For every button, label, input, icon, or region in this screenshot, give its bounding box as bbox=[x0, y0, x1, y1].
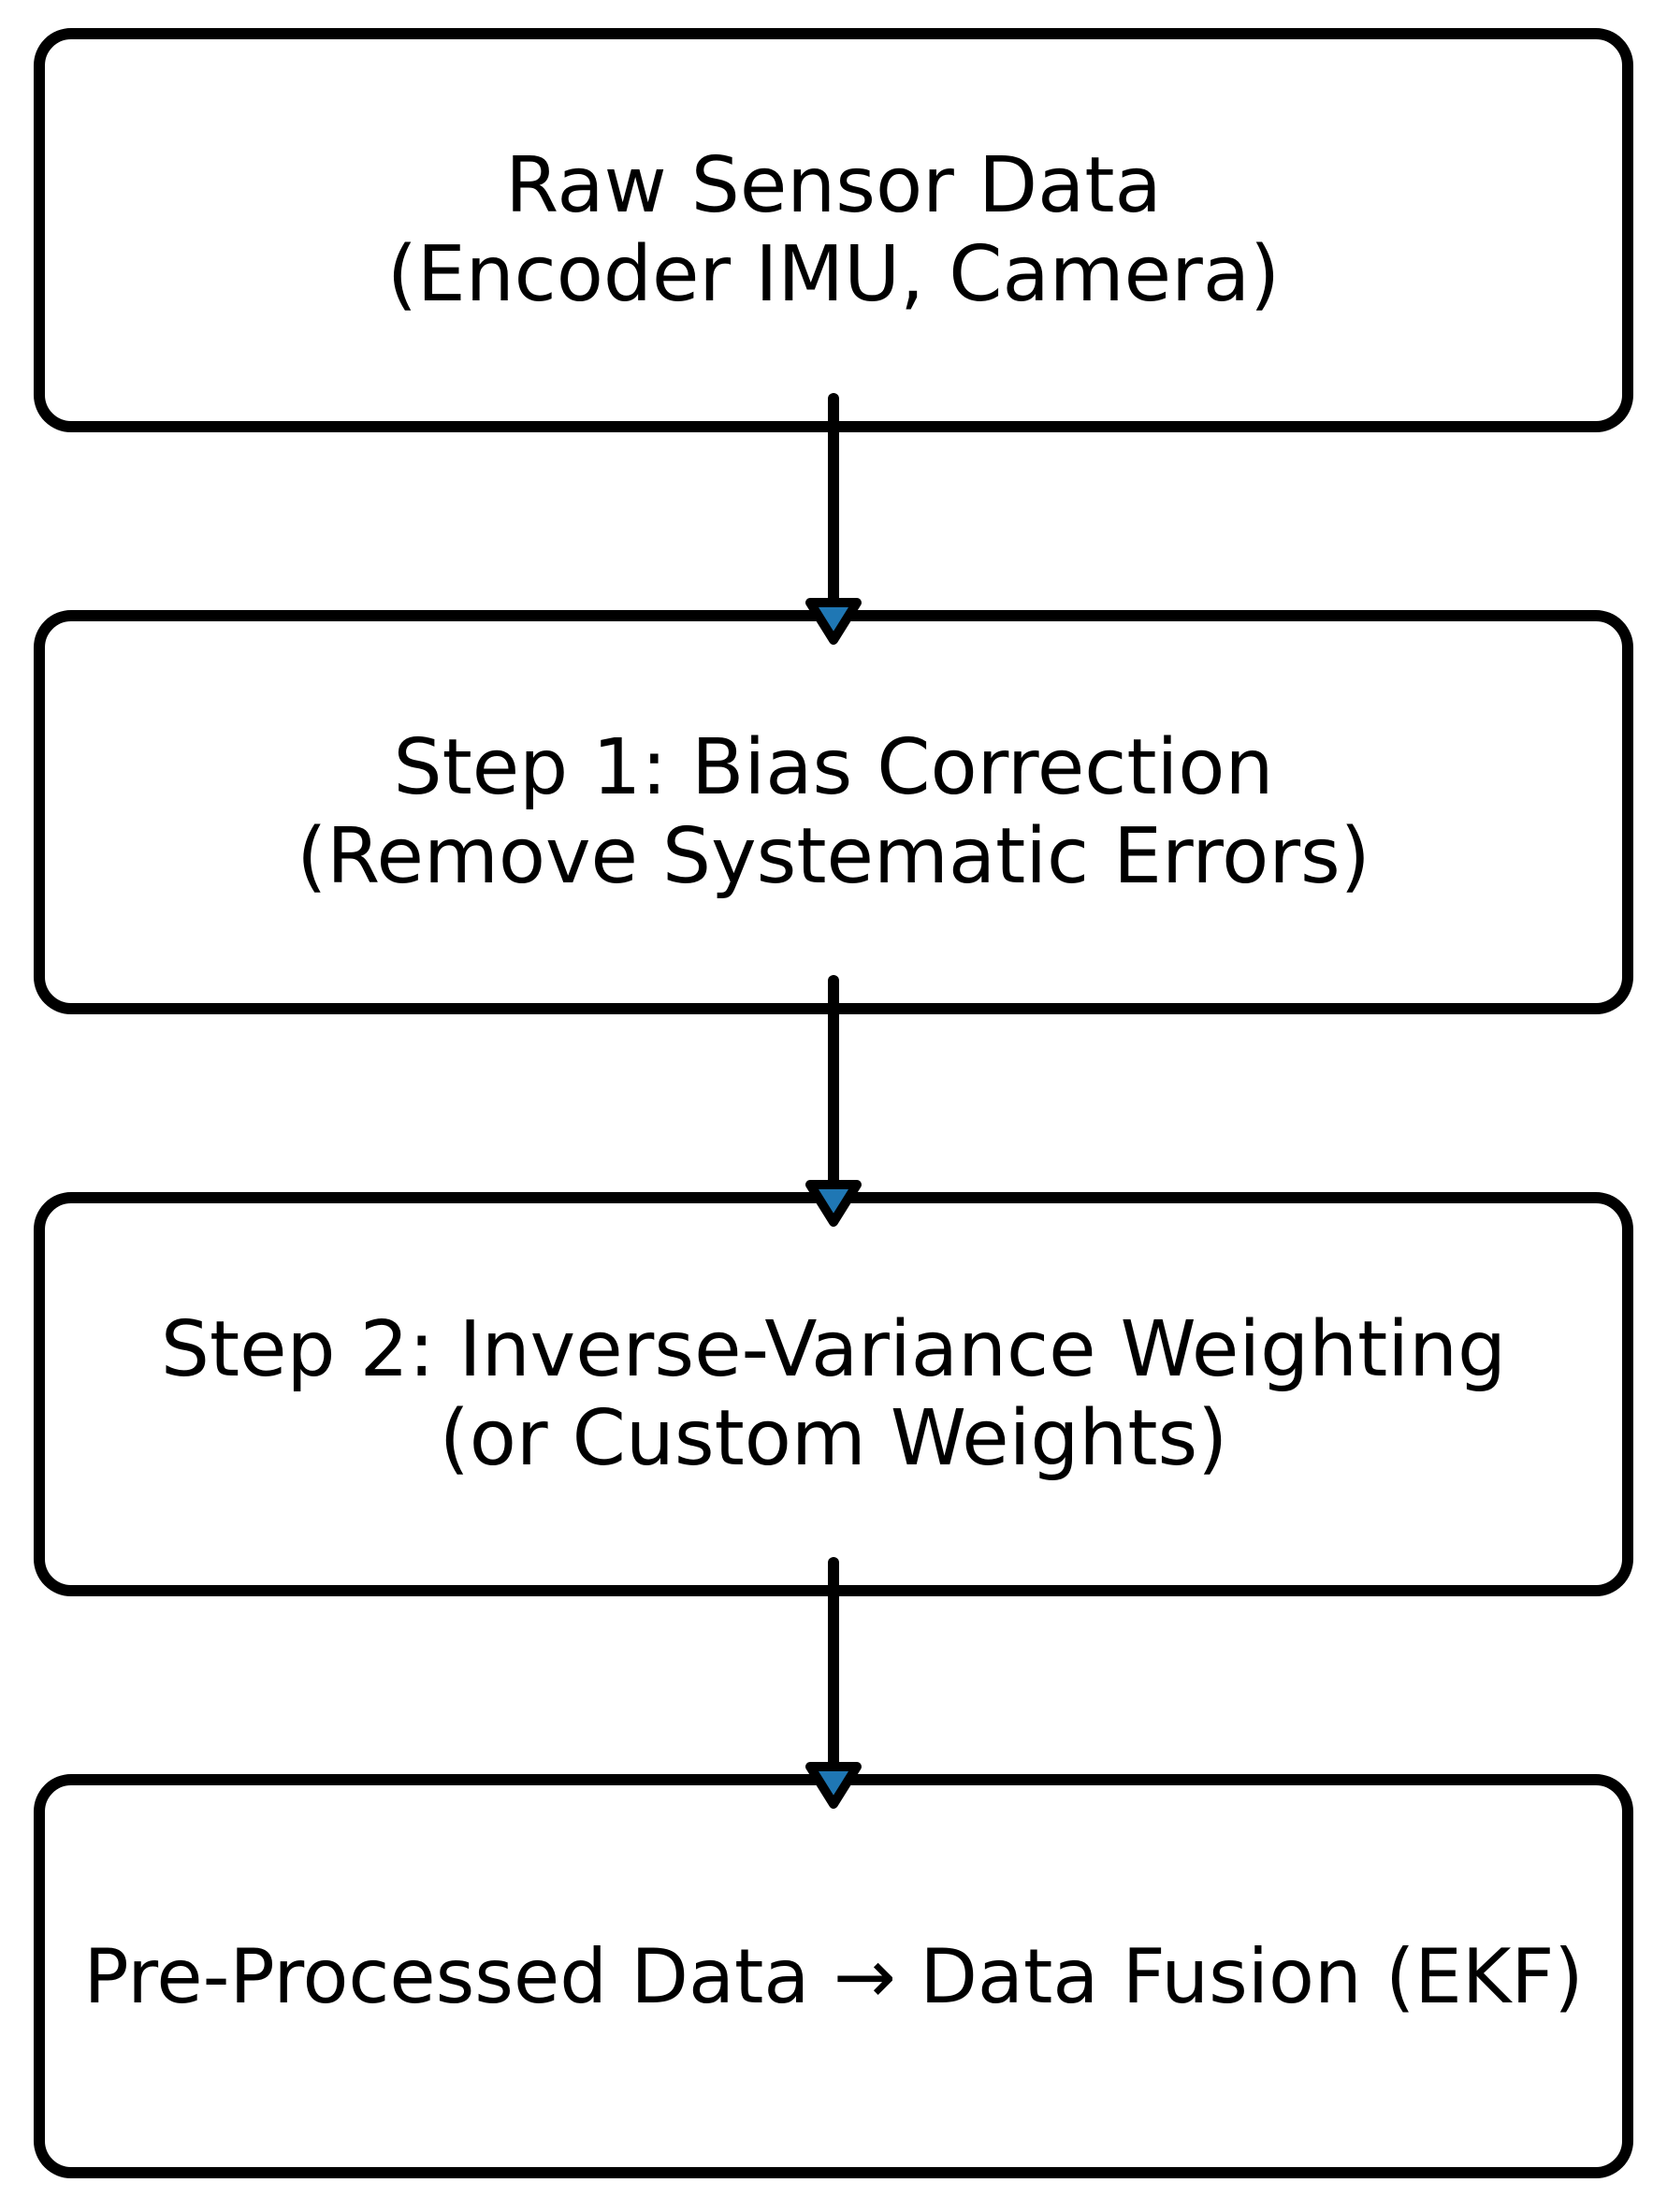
flow-box-title: Step 1: Bias Correction bbox=[393, 723, 1274, 812]
flow-box-title: Step 2: Inverse-Variance Weighting bbox=[160, 1305, 1507, 1394]
flow-box-subtitle: (or Custom Weights) bbox=[439, 1394, 1228, 1483]
flow-box-title: Pre-Processed Data → Data Fusion (EKF) bbox=[83, 1932, 1584, 2020]
arrow-2 bbox=[805, 975, 862, 1227]
flow-box-inverse-variance-weighting: Step 2: Inverse-Variance Weighting (or C… bbox=[34, 1192, 1633, 1596]
arrow-1 bbox=[805, 393, 862, 645]
flow-box-title: Raw Sensor Data bbox=[505, 141, 1162, 230]
arrow-3 bbox=[805, 1557, 862, 1809]
flow-box-data-fusion: Pre-Processed Data → Data Fusion (EKF) bbox=[34, 1774, 1633, 2178]
flow-box-raw-sensor-data: Raw Sensor Data (Encoder IMU, Camera) bbox=[34, 28, 1633, 432]
flow-box-bias-correction: Step 1: Bias Correction (Remove Systemat… bbox=[34, 610, 1633, 1014]
flow-box-subtitle: (Encoder IMU, Camera) bbox=[386, 230, 1281, 319]
flow-box-subtitle: (Remove Systematic Errors) bbox=[297, 812, 1370, 901]
